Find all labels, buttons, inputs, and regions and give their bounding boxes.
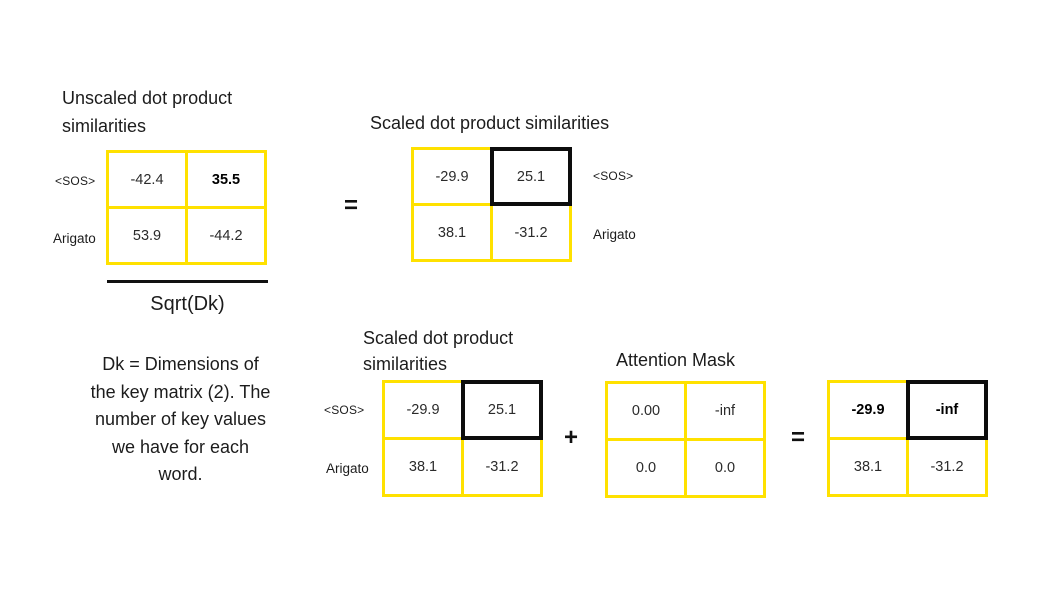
matrix-cell-highlighted: 25.1	[461, 380, 543, 440]
dk-note-line: we have for each	[111, 436, 250, 457]
unscaled-title-line1: Unscaled dot product	[62, 88, 233, 108]
matrix-cell: 38.1	[827, 437, 909, 497]
unscaled-row-label-arigato: Arigato	[53, 231, 96, 246]
scaled-bottom-row-label-sos: <SOS>	[324, 403, 365, 417]
matrix-cell-highlighted: -inf	[906, 380, 988, 440]
dk-note-line: word.	[158, 464, 203, 484]
fraction-line	[107, 280, 268, 283]
sqrt-dk-label: Sqrt(Dk)	[150, 293, 225, 315]
attention-mask-title: Attention Mask	[616, 350, 736, 370]
equals-operator-top: =	[344, 192, 359, 219]
unscaled-matrix: -42.4 35.5 53.9 -44.2	[106, 150, 267, 265]
scaled-top-row-label-sos: <SOS>	[593, 169, 634, 183]
matrix-row: -29.9 -inf	[827, 380, 988, 440]
matrix-row: -29.9 25.1	[411, 147, 572, 206]
scaled-top-matrix: -29.9 25.1 38.1 -31.2	[411, 147, 572, 262]
matrix-cell: -29.9	[827, 380, 909, 440]
matrix-cell: 0.00	[605, 381, 687, 441]
unscaled-title-line2: similarities	[62, 116, 147, 136]
matrix-cell: -31.2	[461, 437, 543, 497]
matrix-row: 53.9 -44.2	[106, 206, 267, 265]
matrix-cell: 0.0	[684, 438, 766, 498]
matrix-cell: -29.9	[411, 147, 493, 206]
matrix-cell: 53.9	[106, 206, 188, 265]
matrix-cell-highlighted: 25.1	[490, 147, 572, 206]
dk-note-line: the key matrix (2). The	[90, 381, 271, 402]
scaled-bottom-title: Scaled dot product similarities	[363, 325, 513, 377]
matrix-cell: -31.2	[906, 437, 988, 497]
attention-mask-matrix: 0.00 -inf 0.0 0.0	[605, 381, 766, 498]
matrix-cell: -44.2	[185, 206, 267, 265]
matrix-cell: -inf	[684, 381, 766, 441]
dk-note: Dk = Dimensions of the key matrix (2). T…	[68, 351, 293, 489]
matrix-cell: -31.2	[490, 203, 572, 262]
scaled-bottom-title-line1: Scaled dot product	[363, 328, 514, 348]
matrix-row: -29.9 25.1	[382, 380, 543, 440]
dk-note-line: Dk = Dimensions of	[102, 354, 259, 374]
result-matrix: -29.9 -inf 38.1 -31.2	[827, 380, 988, 497]
matrix-row: -42.4 35.5	[106, 150, 267, 209]
scaled-top-row-label-arigato: Arigato	[593, 227, 636, 242]
unscaled-row-label-sos: <SOS>	[55, 174, 96, 188]
matrix-cell: 38.1	[382, 437, 464, 497]
matrix-cell: 35.5	[185, 150, 267, 209]
scaled-bottom-title-line2: similarities	[363, 354, 448, 374]
dk-note-line: number of key values	[94, 409, 267, 429]
matrix-cell: 38.1	[411, 203, 493, 262]
matrix-row: 38.1 -31.2	[382, 437, 543, 497]
plus-operator: +	[564, 424, 579, 451]
matrix-cell: 0.0	[605, 438, 687, 498]
scaled-bottom-matrix: -29.9 25.1 38.1 -31.2	[382, 380, 543, 497]
matrix-cell: -42.4	[106, 150, 188, 209]
equals-operator-bottom: =	[791, 424, 806, 451]
matrix-row: 0.0 0.0	[605, 438, 766, 498]
scaled-bottom-row-label-arigato: Arigato	[326, 461, 369, 476]
unscaled-title: Unscaled dot product similarities	[62, 84, 232, 140]
scaled-top-title: Scaled dot product similarities	[370, 113, 610, 133]
matrix-cell: -29.9	[382, 380, 464, 440]
matrix-row: 0.00 -inf	[605, 381, 766, 441]
matrix-row: 38.1 -31.2	[411, 203, 572, 262]
matrix-row: 38.1 -31.2	[827, 437, 988, 497]
